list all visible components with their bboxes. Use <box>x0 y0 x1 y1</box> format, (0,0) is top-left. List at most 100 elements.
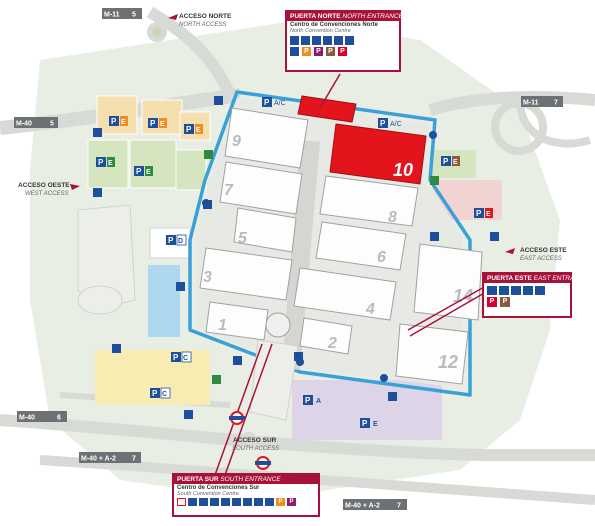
hall-10[interactable]: 10 <box>329 123 427 185</box>
hall-4[interactable]: 4 <box>293 267 397 321</box>
north-centre-label-en: North Convention Centre <box>290 28 351 34</box>
parking-marker-ac-east[interactable]: P A/C <box>378 118 402 128</box>
bus-icon <box>176 282 185 291</box>
hall-label: 7 <box>224 182 234 199</box>
svg-text:P: P <box>305 396 311 405</box>
hall-7[interactable]: 7 <box>219 161 303 215</box>
svg-text:ACCESO NORTE: ACCESO NORTE <box>179 13 232 20</box>
parking-marker-e-2[interactable]: P E <box>148 118 167 128</box>
parking-marker-a[interactable]: P A <box>303 395 321 405</box>
hall-8[interactable]: 8 <box>319 175 419 227</box>
parking-marker-d[interactable]: P D <box>166 234 187 246</box>
svg-text:C: C <box>162 391 167 398</box>
hall-label: 1 <box>218 317 227 334</box>
cloakroom-icon <box>511 286 521 295</box>
svg-text:7: 7 <box>554 100 558 107</box>
hall-1[interactable]: 1 <box>205 301 269 341</box>
hall-label: 3 <box>203 269 212 286</box>
taxi-icon <box>93 188 102 197</box>
svg-text:7: 7 <box>132 456 136 463</box>
access-east: ACCESO ESTE EAST ACCESS <box>505 247 567 262</box>
north-entrance-building[interactable] <box>297 95 357 123</box>
road-tag-m40-a2-left: M-40 + A-2 7 <box>79 452 141 463</box>
svg-text:P: P <box>264 98 270 107</box>
hall-label: 8 <box>388 209 397 226</box>
taxi-icon <box>233 356 242 365</box>
svg-text:P: P <box>186 125 192 134</box>
north-callout-line <box>319 73 341 109</box>
restaurant-icon <box>499 286 509 295</box>
hall-label: 6 <box>377 249 386 266</box>
metro-icon <box>177 498 186 506</box>
svg-text:E: E <box>146 169 151 176</box>
svg-text:A: A <box>316 398 321 405</box>
svg-text:WEST ACCESS: WEST ACCESS <box>25 191 68 197</box>
info-icon <box>487 286 497 295</box>
hall-label: 4 <box>365 301 375 318</box>
parking-zone-a <box>292 380 442 440</box>
hall-9[interactable]: 9 <box>224 107 309 169</box>
north-entrance-title: PUERTA NORTE <box>290 13 341 20</box>
svg-text:P: P <box>173 353 179 362</box>
parking-marker-e-3[interactable]: P E <box>184 124 203 134</box>
svg-text:E: E <box>196 127 201 134</box>
metro-icon <box>430 176 439 185</box>
south-entrance-callout[interactable]: PUERTA SUR SOUTH ENTRANCE Centro de Conv… <box>172 473 320 517</box>
south-promenade <box>249 339 299 421</box>
parking-marker-e-1[interactable]: P E <box>109 116 128 126</box>
svg-text:ACCESO OESTE: ACCESO OESTE <box>18 182 70 189</box>
parking-marker-b[interactable]: P E <box>441 156 460 166</box>
parking-marker-e-south[interactable]: P E <box>360 418 378 428</box>
hall-3[interactable]: 3 <box>199 247 293 301</box>
svg-text:P: P <box>443 157 449 166</box>
hall-5[interactable]: 5 <box>233 207 297 253</box>
north-entrance-callout[interactable]: PUERTA NORTE NORTH ENTRANCE Centro de Co… <box>285 10 403 72</box>
hall-14[interactable]: 14 <box>413 243 483 321</box>
south-centre-label: Centro de Convenciones Sur <box>177 485 260 491</box>
taxi-icon <box>184 410 193 419</box>
hall-label: 9 <box>232 133 241 150</box>
svg-text:C: C <box>183 355 188 362</box>
roundabout-icon <box>296 358 304 366</box>
parking-marker-e-5[interactable]: P E <box>134 166 153 176</box>
svg-text:6: 6 <box>57 415 61 422</box>
svg-text:ACCESO ESTE: ACCESO ESTE <box>520 247 567 254</box>
hall-12[interactable]: 12 <box>395 323 469 385</box>
parking-badge-orange[interactable]: P <box>302 47 311 56</box>
road-m11-east <box>428 91 595 116</box>
hall-label: 2 <box>327 335 337 352</box>
east-callout-line <box>407 285 487 337</box>
svg-text:P: P <box>136 167 142 176</box>
hall-2[interactable]: 2 <box>299 317 353 355</box>
parking-zone-e1 <box>96 95 138 135</box>
restaurant-icon <box>301 36 310 45</box>
road-m11-north <box>146 6 236 98</box>
svg-text:M-40 + A-2: M-40 + A-2 <box>345 503 380 510</box>
road-tag-m40-left: M-40 5 <box>14 117 58 128</box>
parking-badge-purple[interactable]: P <box>314 47 323 56</box>
roundabout-icon <box>202 199 210 207</box>
road-tag-m40-bottom: M-40 6 <box>17 411 67 422</box>
parking-marker-b2[interactable]: P E <box>474 208 493 218</box>
parking-badge-red[interactable]: P <box>338 47 347 56</box>
parking-badge-brown[interactable]: P <box>326 47 335 56</box>
south-entrance-rotunda[interactable] <box>265 312 291 338</box>
parking-marker-c[interactable]: P C <box>171 351 192 363</box>
metro-logo-south-2 <box>255 456 271 470</box>
parking-marker-ac-north[interactable]: P A/C <box>262 97 286 107</box>
access-west: ACCESO OESTE WEST ACCESS <box>18 182 80 197</box>
roundabout-east <box>491 99 547 155</box>
roundabout-south <box>241 432 257 448</box>
parking-badge-orange[interactable]: P <box>276 498 285 506</box>
east-entrance-callout[interactable]: PUERTA ESTE EAST ENTRANCE P P <box>482 272 588 318</box>
parking-marker-c-inner[interactable]: P C <box>150 387 171 399</box>
parking-badge-purple[interactable]: P <box>287 498 296 506</box>
parking-zone-e6 <box>175 149 207 191</box>
press-icon <box>243 498 252 506</box>
hall-6[interactable]: 6 <box>315 221 407 271</box>
parking-marker-e-4[interactable]: P E <box>96 157 115 167</box>
parking-badge-brown[interactable]: P <box>500 297 510 307</box>
svg-text:E: E <box>373 421 378 428</box>
parking-badge-red[interactable]: P <box>487 297 497 307</box>
